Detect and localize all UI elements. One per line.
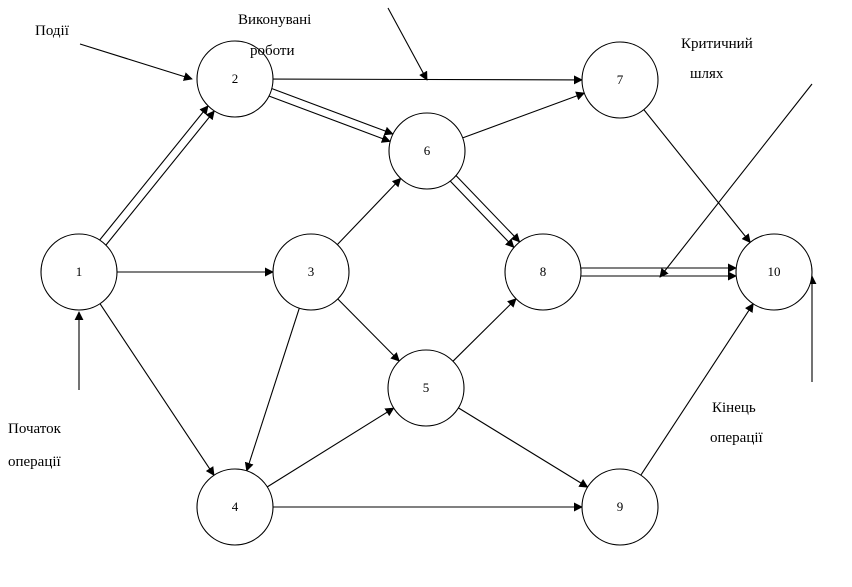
edge-1-2-line2 — [105, 110, 215, 246]
node-6: 6 — [388, 112, 466, 190]
node-7-label: 7 — [617, 72, 624, 87]
edge-2-6-line2 — [269, 95, 391, 143]
node-8-label: 8 — [540, 264, 547, 279]
edge-3-6 — [336, 177, 402, 245]
edge-7-10 — [643, 109, 751, 244]
edge-6-8-line2 — [450, 180, 515, 248]
edges-layer — [99, 75, 754, 512]
edge-3-4 — [244, 308, 300, 472]
node-5-circle — [387, 349, 465, 427]
critical-path-label-line2: шлях — [690, 66, 724, 82]
edge-5-8 — [452, 298, 517, 362]
edge-6-7 — [462, 91, 586, 139]
events-label: Події — [35, 23, 70, 39]
node-7: 7 — [581, 41, 659, 119]
node-3-label: 3 — [308, 264, 315, 279]
node-4-label: 4 — [232, 499, 239, 514]
edge-2-7 — [272, 75, 583, 85]
works-label-line2: роботи — [250, 43, 295, 59]
end-label-line1: Кінець — [712, 400, 756, 416]
edge-1-4 — [99, 303, 215, 477]
node-9: 9 — [581, 468, 659, 546]
nodes-layer: 1 2 3 4 5 6 7 8 9 10 — [40, 40, 813, 546]
start-label-line1: Початок — [8, 421, 62, 437]
node-8-circle — [504, 233, 582, 311]
edge-2-6-line1 — [271, 88, 394, 136]
edge-3-5 — [337, 298, 400, 362]
node-1-circle — [40, 233, 118, 311]
node-1: 1 — [40, 233, 118, 311]
node-8: 8 — [504, 233, 582, 311]
edge-6-8-line1 — [455, 175, 521, 243]
node-3-circle — [272, 233, 350, 311]
node-9-circle — [581, 468, 659, 546]
edge-5-9 — [458, 407, 589, 488]
annotations: Події Виконувані роботи Критичний шлях П… — [8, 12, 764, 470]
edge-4-5 — [267, 407, 395, 488]
node-2-label: 2 — [232, 71, 239, 86]
node-3: 3 — [272, 233, 350, 311]
node-2-circle — [196, 40, 274, 118]
edge-9-10 — [640, 303, 754, 476]
node-10: 10 — [735, 233, 813, 311]
works-label-line1: Виконувані — [238, 12, 311, 28]
node-4: 4 — [196, 468, 274, 546]
node-10-circle — [735, 233, 813, 311]
end-label-line2: операції — [710, 430, 764, 446]
node-6-label: 6 — [424, 143, 431, 158]
node-10-label: 10 — [768, 264, 781, 279]
start-label-line2: операції — [8, 454, 62, 470]
critical-path-pointer — [659, 83, 813, 278]
annotation-pointers — [74, 7, 817, 390]
node-5: 5 — [387, 349, 465, 427]
critical-path-label-line1: Критичний — [681, 36, 753, 52]
edge-1-2-line1 — [99, 105, 209, 241]
events-pointer — [79, 43, 193, 81]
node-6-circle — [388, 112, 466, 190]
node-2: 2 — [196, 40, 274, 118]
node-1-label: 1 — [76, 264, 83, 279]
works-pointer — [387, 7, 428, 81]
node-7-circle — [581, 41, 659, 119]
node-5-label: 5 — [423, 380, 430, 395]
node-9-label: 9 — [617, 499, 624, 514]
node-4-circle — [196, 468, 274, 546]
